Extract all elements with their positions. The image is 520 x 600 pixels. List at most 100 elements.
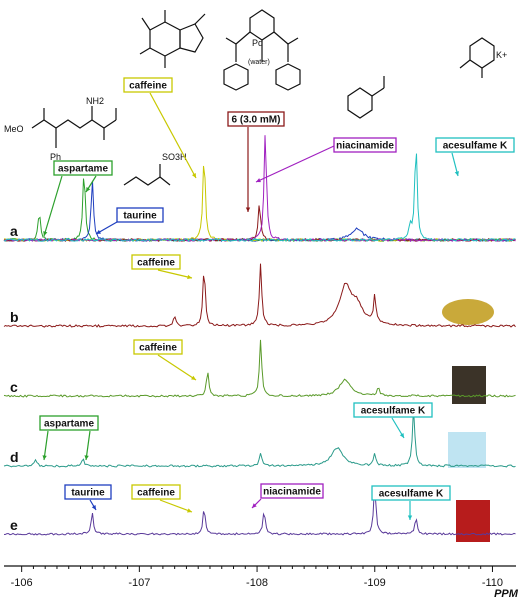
taurine-structure-icon bbox=[123, 164, 171, 186]
annotation-box bbox=[39, 415, 99, 431]
annotation-box bbox=[227, 111, 285, 127]
product-thumbnails bbox=[442, 299, 494, 542]
spectrum-trace-a-5 bbox=[3, 153, 516, 243]
annotation-arrowhead bbox=[256, 178, 261, 183]
annotation-acesulfame-d: acesulfame K bbox=[353, 402, 433, 439]
spectrum-panel-b: b bbox=[3, 263, 516, 328]
annotation-arrowhead bbox=[43, 231, 48, 236]
spectrum-panel-a: a bbox=[3, 135, 516, 243]
x-tick-label: -107 bbox=[128, 577, 150, 589]
beverage-box-image-icon bbox=[448, 432, 486, 468]
annotation-acesulfame-a: acesulfame K bbox=[435, 137, 515, 177]
annotation-text: 6 (3.0 mM) bbox=[232, 115, 281, 126]
annotation-arrow bbox=[157, 354, 197, 381]
panel-letter-b: b bbox=[10, 309, 19, 325]
annotation-arrow bbox=[85, 430, 91, 461]
annotation-text: aspartame bbox=[44, 419, 94, 430]
spectrum-panel-e: e bbox=[3, 485, 516, 536]
spectrum-trace-b-0 bbox=[3, 263, 516, 328]
annotation-text: caffeine bbox=[137, 488, 175, 499]
annotation-taurine-a: taurine bbox=[95, 207, 164, 235]
annotation-arrowhead bbox=[407, 515, 413, 520]
annotation-arrow bbox=[43, 430, 49, 461]
annotation-arrowhead bbox=[86, 187, 91, 192]
annotation-box bbox=[116, 207, 164, 223]
pd-complex-structure-icon bbox=[223, 9, 301, 91]
annotation-aspartame-a: aspartame bbox=[43, 160, 113, 237]
tea-box-image-icon bbox=[452, 366, 486, 404]
annotation-niacinamide-e: niacinamide bbox=[251, 483, 324, 509]
annotation-text: aspartame bbox=[58, 164, 108, 175]
annotation-arrow bbox=[149, 92, 197, 179]
annotation-arrow bbox=[43, 175, 63, 237]
annotation-text: acesulfame K bbox=[379, 489, 444, 500]
x-tick-label: -109 bbox=[364, 577, 386, 589]
caffeine-structure-icon bbox=[139, 10, 206, 68]
annotation-arrow bbox=[157, 269, 193, 279]
x-tick-label: -108 bbox=[246, 577, 268, 589]
spectra-area: a b c d e bbox=[3, 135, 516, 536]
annotation-arrowhead bbox=[399, 433, 404, 438]
annotation-arrowhead bbox=[454, 171, 459, 176]
x-tick-label: -106 bbox=[11, 577, 33, 589]
annotation-text: niacinamide bbox=[263, 487, 321, 498]
annotation-box bbox=[64, 484, 112, 500]
annotation-arrowhead bbox=[252, 503, 257, 508]
annotation-arrowhead bbox=[187, 508, 192, 513]
annotation-arrowhead bbox=[96, 229, 101, 234]
spectrum-trace-d-0 bbox=[3, 407, 516, 468]
annotation-arrowhead bbox=[84, 455, 89, 460]
panel-letter-d: d bbox=[10, 449, 19, 465]
annotation-box bbox=[131, 484, 181, 500]
annotation-box bbox=[353, 402, 433, 418]
soda-pack-image-icon bbox=[456, 500, 490, 542]
annotation-text: caffeine bbox=[139, 343, 177, 354]
panel-letter-e: e bbox=[10, 517, 18, 533]
annotation-text: acesulfame K bbox=[361, 406, 426, 417]
spectrum-trace-e-0 bbox=[3, 485, 516, 536]
potassium-label: K+ bbox=[496, 50, 507, 60]
annotation-text: taurine bbox=[123, 211, 157, 222]
annotation-arrowhead bbox=[187, 274, 192, 280]
methyl-ester-label: MeO bbox=[4, 124, 24, 134]
annotation-arrow bbox=[159, 499, 193, 513]
annotation-arrowhead bbox=[245, 207, 251, 212]
chemical-structures bbox=[31, 9, 495, 186]
annotation-box bbox=[131, 254, 181, 270]
x-axis-title: PPM bbox=[494, 588, 519, 600]
panel-letter-a: a bbox=[10, 223, 18, 239]
structure-labels: Pd (water) MeO Ph NH2 SO3H K+ bbox=[4, 38, 507, 162]
annotation-taurine-e: taurine bbox=[64, 484, 112, 511]
annotation-box bbox=[333, 137, 397, 153]
water-label: (water) bbox=[248, 59, 270, 66]
annotation-pd-a: 6 (3.0 mM) bbox=[227, 111, 285, 212]
annotation-caffeine-c: caffeine bbox=[133, 339, 197, 381]
annotation-text: caffeine bbox=[137, 258, 175, 269]
annotation-text: acesulfame K bbox=[443, 141, 508, 152]
acesulfame-structure-icon bbox=[459, 37, 495, 78]
annotation-labels: caffeine 6 (3.0 mM) niacinamide acesulfame … bbox=[39, 77, 515, 520]
annotation-arrowhead bbox=[191, 375, 196, 380]
spectrum-panel-c: c bbox=[3, 339, 516, 398]
annotation-box bbox=[123, 77, 173, 93]
annotation-box bbox=[371, 485, 451, 501]
annotation-arrowhead bbox=[91, 505, 96, 510]
annotation-caffeine-e: caffeine bbox=[131, 484, 193, 513]
annotation-box bbox=[133, 339, 183, 355]
annotation-caffeine-a: caffeine bbox=[123, 77, 197, 179]
panel-letter-c: c bbox=[10, 379, 18, 395]
niacinamide-structure-icon bbox=[347, 76, 385, 119]
x-tick-label: -110 bbox=[482, 577, 503, 589]
sulfonic-label: SO3H bbox=[162, 152, 187, 162]
phenyl-label: Ph bbox=[50, 152, 61, 162]
annotation-arrow bbox=[255, 145, 335, 183]
annotation-niacinamide-a: niacinamide bbox=[255, 137, 397, 183]
annotation-caffeine-b: caffeine bbox=[131, 254, 193, 280]
annotation-arrowhead bbox=[42, 455, 47, 460]
annotation-box bbox=[260, 483, 324, 499]
annotation-box bbox=[435, 137, 515, 153]
aspartame-structure-icon bbox=[31, 106, 117, 148]
annotation-arrowhead bbox=[191, 173, 196, 178]
